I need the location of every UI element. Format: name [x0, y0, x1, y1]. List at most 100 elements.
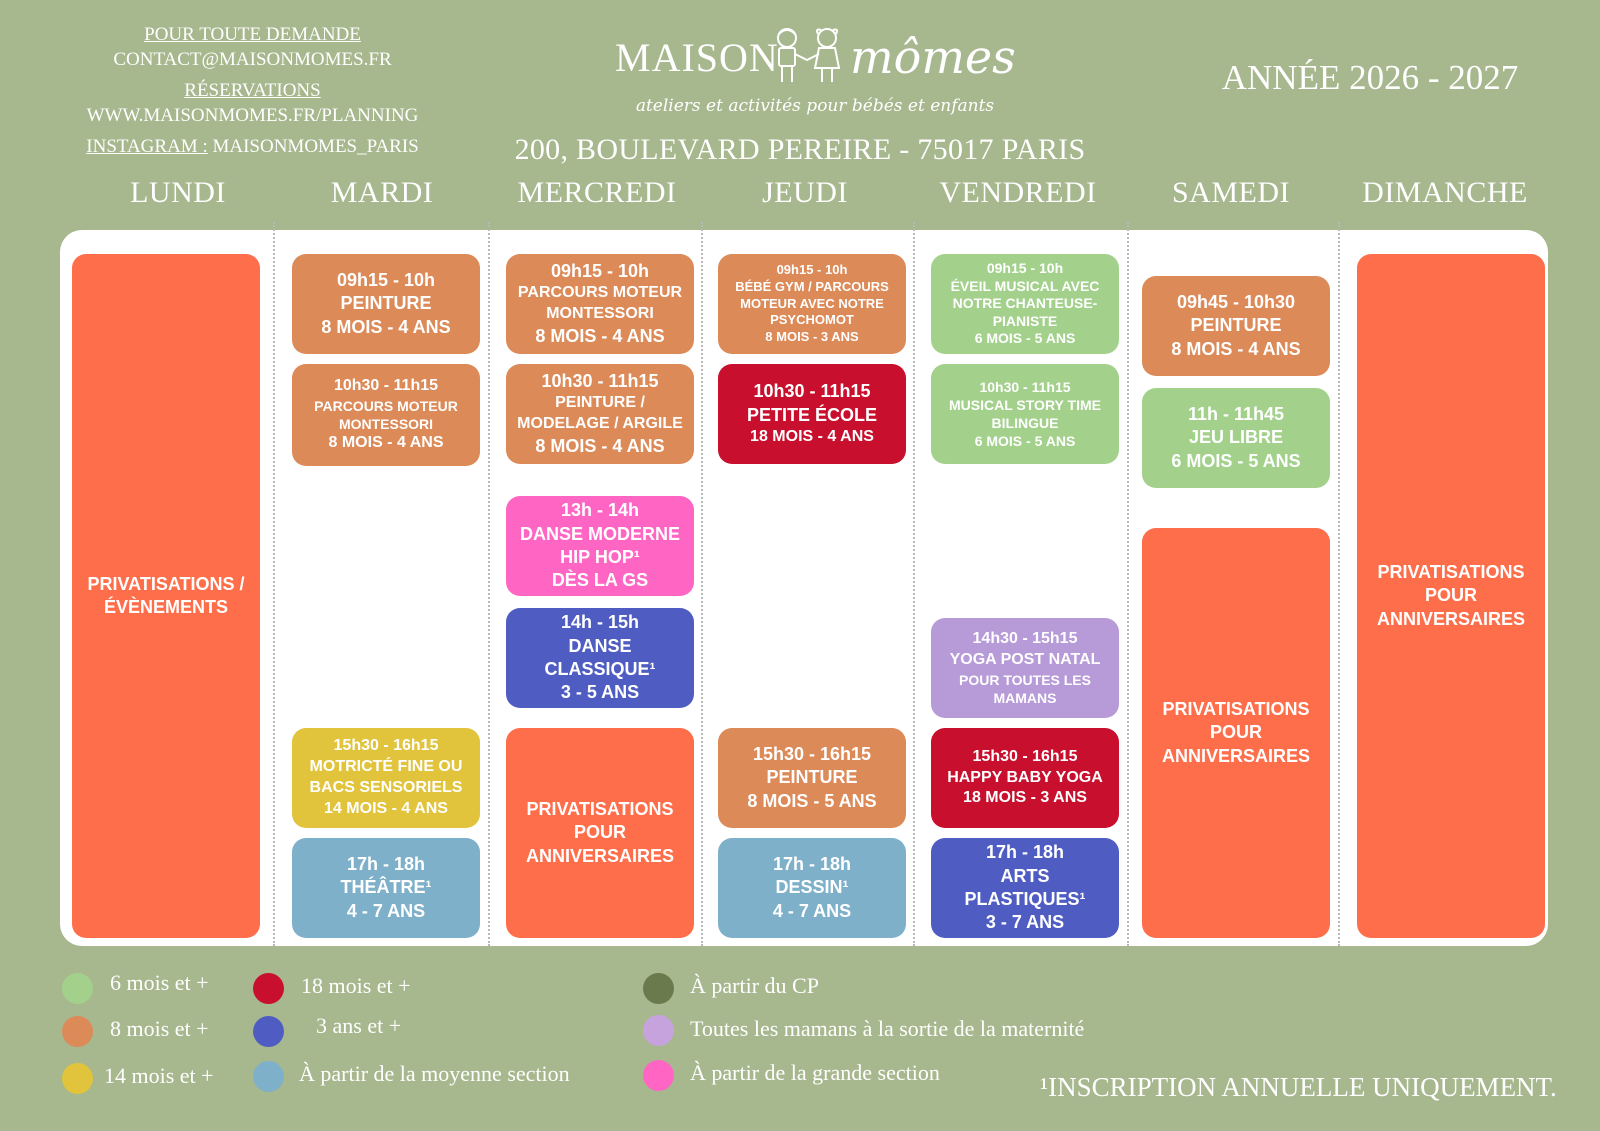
year-title: ANNÉE 2026 - 2027 [1221, 58, 1519, 97]
activity-card[interactable]: PRIVATISATIONS POUR ANNIVERSAIRES [1357, 254, 1545, 938]
card-age: 18 MOIS - 3 ANS [963, 789, 1087, 807]
card-time: 15h30 - 16h15 [752, 743, 872, 764]
card-title: JEU LIBRE [1188, 427, 1284, 448]
activity-card[interactable]: 10h30 - 11h15 PEINTURE / MODELAGE / ARGI… [506, 364, 694, 464]
activity-card[interactable]: 13h - 14h DANSE MODERNE HIP HOP¹ DÈS LA … [506, 496, 694, 596]
card-title: MONTESSORI [546, 305, 654, 322]
card-title: ÉVEIL MUSICAL AVEC [950, 277, 1100, 294]
activity-card[interactable]: 10h30 - 11h15 PARCOURS MOTEUR MONTESSORI… [292, 364, 480, 466]
card-title: PLASTIQUES¹ [964, 889, 1086, 909]
card-title: DESSIN¹ [775, 877, 849, 898]
legend-dot [253, 1061, 284, 1092]
card-age: 4 - 7 ANS [346, 900, 426, 921]
activity-card[interactable]: PRIVATISATIONS POUR ANNIVERSAIRES [506, 728, 694, 938]
card-title: NOTRE CHANTEUSE- [952, 295, 1098, 312]
activity-card[interactable]: PRIVATISATIONS POUR ANNIVERSAIRES [1142, 528, 1330, 938]
card-time: 09h15 - 10h [776, 261, 848, 277]
address: 200, BOULEVARD PEREIRE - 75017 PARIS [514, 133, 1086, 166]
legend-label: 6 mois et + [110, 970, 209, 995]
card-age: 3 - 5 ANS [560, 682, 640, 703]
card-title: MAMANS [993, 689, 1057, 706]
instagram-line: INSTAGRAM : MAISONMOMES_PARIS [70, 136, 435, 158]
contact-block: POUR TOUTE DEMANDE CONTACT@MAISONMOMES.F… [70, 24, 435, 158]
card-time: 14h - 15h [560, 612, 640, 633]
legend-label: À partir du CP [690, 973, 819, 998]
card-line: ANNIVERSAIRES [1161, 745, 1311, 766]
contact-label: POUR TOUTE DEMANDE [144, 24, 361, 45]
day-header-lundi: LUNDI [130, 176, 226, 209]
card-age: 18 MOIS - 4 ANS [750, 427, 874, 445]
logo-script-text: mômes [850, 30, 1016, 84]
card-line: PRIVATISATIONS [1377, 561, 1525, 582]
activity-card[interactable]: 09h15 - 10h BÉBÉ GYM / PARCOURS MOTEUR A… [718, 254, 906, 354]
card-title: BACS SENSORIELS [309, 779, 463, 796]
legend-dot [643, 1060, 674, 1091]
activity-card[interactable]: 15h30 - 16h15 MOTRICTÉ FINE OU BACS SENS… [292, 728, 480, 828]
card-title: YOGA POST NATAL [949, 650, 1101, 668]
card-age: 6 MOIS - 5 ANS [1171, 450, 1301, 471]
column-divider [701, 222, 703, 946]
activity-card[interactable]: 09h15 - 10h ÉVEIL MUSICAL AVEC NOTRE CHA… [931, 254, 1119, 354]
day-header-samedi: SAMEDI [1171, 176, 1290, 209]
card-title: BÉBÉ GYM / PARCOURS [735, 278, 889, 294]
card-time: 10h30 - 11h15 [753, 381, 871, 402]
card-time: 09h15 - 10h [550, 260, 650, 281]
card-time: 17h - 18h [772, 853, 852, 874]
card-line: ANNIVERSAIRES [1376, 608, 1526, 629]
card-title: MOTRICTÉ FINE OU [309, 758, 463, 776]
card-line: ANNIVERSAIRES [525, 845, 675, 866]
card-age: 8 MOIS - 3 ANS [765, 329, 859, 345]
card-title: DANSE [568, 635, 632, 656]
activity-card[interactable]: 15h30 - 16h15 HAPPY BABY YOGA 18 MOIS - … [931, 728, 1119, 828]
card-title: ARTS [1000, 865, 1050, 886]
legend-dot [253, 1016, 284, 1047]
contact-email[interactable]: CONTACT@MAISONMOMES.FR [113, 48, 392, 70]
card-title: PEINTURE [766, 767, 858, 788]
legend-label: 3 ans et + [316, 1013, 402, 1038]
instagram-handle[interactable]: MAISONMOMES_PARIS [212, 136, 419, 158]
legend-label: À partir de la grande section [690, 1060, 940, 1085]
activity-card[interactable]: 15h30 - 16h15 PEINTURE 8 MOIS - 5 ANS [718, 728, 906, 828]
activity-card[interactable]: 11h - 11h45 JEU LIBRE 6 MOIS - 5 ANS [1142, 388, 1330, 488]
activity-card[interactable]: 17h - 18h ARTS PLASTIQUES¹ 3 - 7 ANS [931, 838, 1119, 938]
activity-card[interactable]: 10h30 - 11h15 MUSICAL STORY TIME BILINGU… [931, 364, 1119, 464]
legend-label: 14 mois et + [104, 1063, 214, 1088]
legend-dot [253, 973, 284, 1004]
legend-label: 8 mois et + [110, 1016, 209, 1041]
card-time: 13h - 14h [560, 500, 640, 521]
activity-card[interactable]: 14h - 15h DANSE CLASSIQUE¹ 3 - 5 ANS [506, 608, 694, 708]
activity-card[interactable]: 09h45 - 10h30 PEINTURE 8 MOIS - 4 ANS [1142, 276, 1330, 376]
children-logo-icon [777, 28, 841, 82]
reservations-label: RÉSERVATIONS [184, 79, 321, 101]
card-title: HIP HOP¹ [560, 547, 640, 567]
day-header-dimanche: DIMANCHE [1362, 176, 1528, 209]
card-title: PARCOURS MOTEUR [314, 397, 458, 414]
card-time: 15h30 - 16h15 [333, 737, 439, 755]
activity-card[interactable]: 10h30 - 11h15 PETITE ÉCOLE 18 MOIS - 4 A… [718, 364, 906, 464]
card-title: BILINGUE [991, 415, 1059, 431]
legend-label: 18 mois et + [301, 973, 411, 998]
reservations-url[interactable]: WWW.MAISONMOMES.FR/PLANNING [86, 104, 419, 126]
activity-card[interactable]: 09h15 - 10h PEINTURE 8 MOIS - 4 ANS [292, 254, 480, 354]
card-time: 10h30 - 11h15 [979, 378, 1071, 395]
activity-card[interactable]: 17h - 18h THÉÂTRE¹ 4 - 7 ANS [292, 838, 480, 938]
card-title: PIANISTE [992, 312, 1058, 329]
card-age: 3 - 7 ANS [985, 912, 1065, 933]
day-header-mardi: MARDI [330, 176, 434, 209]
activity-card[interactable]: 14h30 - 15h15 YOGA POST NATAL POUR TOUTE… [931, 618, 1119, 718]
card-line: POUR [1424, 585, 1477, 606]
instagram-label: INSTAGRAM : [86, 136, 208, 158]
tagline: ateliers et activités pour bébés et enfa… [635, 96, 995, 116]
card-time: 09h15 - 10h [336, 269, 436, 290]
card-line: PRIVATISATIONS / [87, 573, 245, 594]
legend-dot [643, 1015, 674, 1046]
legend-label: À partir de la moyenne section [299, 1061, 570, 1086]
activity-card[interactable]: 09h15 - 10h PARCOURS MOTEUR MONTESSORI 8… [506, 254, 694, 354]
legend-dot [62, 1063, 93, 1094]
activity-card[interactable]: PRIVATISATIONS / ÉVÈNEMENTS [72, 254, 260, 938]
card-line: PRIVATISATIONS [1162, 698, 1310, 719]
card-title: PEINTURE [1190, 315, 1282, 336]
activity-card[interactable]: 17h - 18h DESSIN¹ 4 - 7 ANS [718, 838, 906, 938]
day-header-mercredi: MERCREDI [517, 176, 677, 209]
card-title: PARCOURS MOTEUR [517, 284, 683, 302]
